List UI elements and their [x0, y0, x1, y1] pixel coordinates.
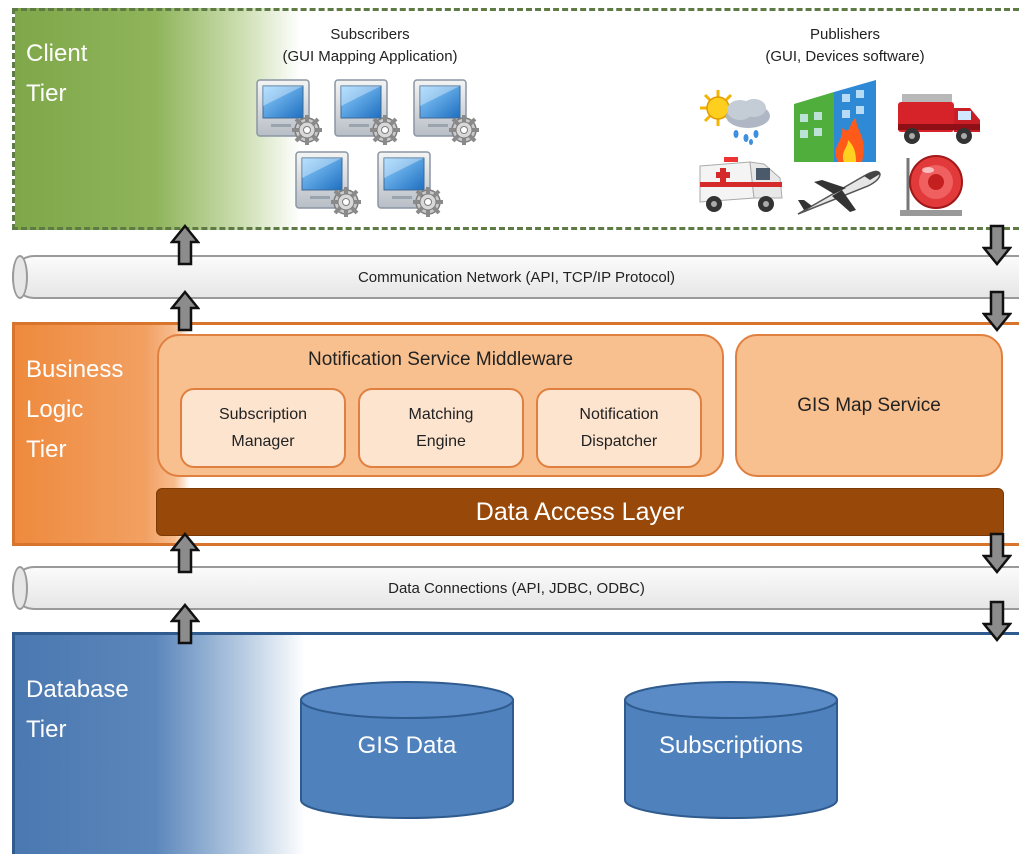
fire-truck-icon	[898, 94, 980, 144]
gis-data-label: GIS Data	[357, 732, 457, 759]
communication-network-label: Communication Network (API, TCP/IP Proto…	[357, 269, 676, 286]
burning-building-icon	[794, 80, 876, 162]
subscription-manager-box: Subscription Manager	[180, 388, 346, 468]
weather-icon	[700, 90, 770, 145]
workstation-icon	[294, 150, 364, 220]
workstation-icon	[333, 78, 403, 148]
pipe-end-cap	[12, 566, 28, 610]
airplane-icon	[797, 170, 881, 215]
up-arrow-icon	[170, 603, 200, 645]
down-arrow-icon	[982, 532, 1012, 574]
data-connections-pipe: Data Connections (API, JDBC, ODBC)	[12, 566, 1019, 610]
publishers-heading: Publishers (GUI, Devices software)	[710, 24, 980, 68]
communication-network-pipe: Communication Network (API, TCP/IP Proto…	[12, 255, 1019, 299]
subscriptions-label: Subscriptions	[658, 732, 804, 759]
data-connections-label: Data Connections (API, JDBC, ODBC)	[388, 580, 645, 597]
database-tier	[12, 632, 1019, 854]
up-arrow-icon	[170, 532, 200, 574]
data-access-layer-bar: Data Access Layer	[156, 488, 1004, 536]
workstation-icon	[376, 150, 446, 220]
notification-dispatcher-box: Notification Dispatcher	[536, 388, 702, 468]
ambulance-icon	[699, 157, 783, 212]
workstation-icon	[255, 78, 325, 148]
matching-engine-box: Matching Engine	[358, 388, 524, 468]
gis-map-service-box: GIS Map Service	[735, 334, 1003, 477]
client-tier-label: Client Tier	[26, 40, 88, 107]
publishers-title: Publishers	[809, 26, 881, 43]
up-arrow-icon	[170, 224, 200, 266]
subscriptions-cylinder-icon	[624, 681, 838, 819]
subscribers-title: Subscribers	[330, 26, 410, 43]
business-tier-label: Business Logic Tier	[26, 356, 124, 463]
workstation-icon	[412, 78, 482, 148]
middleware-title: Notification Service Middleware	[307, 349, 574, 370]
down-arrow-icon	[982, 224, 1012, 266]
gis-data-cylinder-icon	[300, 681, 514, 819]
subscribers-subtitle: (GUI Mapping Application)	[282, 48, 458, 65]
publishers-subtitle: (GUI, Devices software)	[765, 48, 925, 65]
subscribers-heading: Subscribers (GUI Mapping Application)	[230, 24, 510, 68]
up-arrow-icon	[170, 290, 200, 332]
alarm-bell-icon	[900, 155, 963, 216]
pipe-end-cap	[12, 255, 28, 299]
down-arrow-icon	[982, 600, 1012, 642]
down-arrow-icon	[982, 290, 1012, 332]
database-tier-label: Database Tier	[26, 676, 129, 743]
